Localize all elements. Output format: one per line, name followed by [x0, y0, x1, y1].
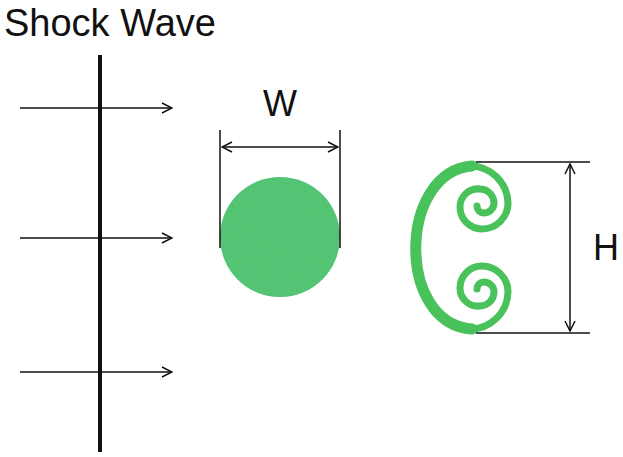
flow-arrow	[20, 107, 172, 109]
flow-arrow	[20, 371, 172, 373]
flow-arrow	[20, 237, 172, 239]
dimension-label: H	[593, 230, 619, 266]
dimension-line	[222, 146, 338, 148]
dimension-tick	[476, 332, 590, 334]
dimension-label: W	[263, 86, 297, 122]
dimension-tick	[476, 161, 590, 163]
heading-label: Shock Wave	[4, 4, 216, 42]
dimension-tick	[219, 130, 221, 248]
dimension-tick	[339, 130, 341, 248]
shock-front	[98, 55, 102, 452]
dimension-line	[569, 164, 571, 331]
gas-bubble	[220, 177, 340, 297]
deformed-bubble	[416, 166, 508, 329]
